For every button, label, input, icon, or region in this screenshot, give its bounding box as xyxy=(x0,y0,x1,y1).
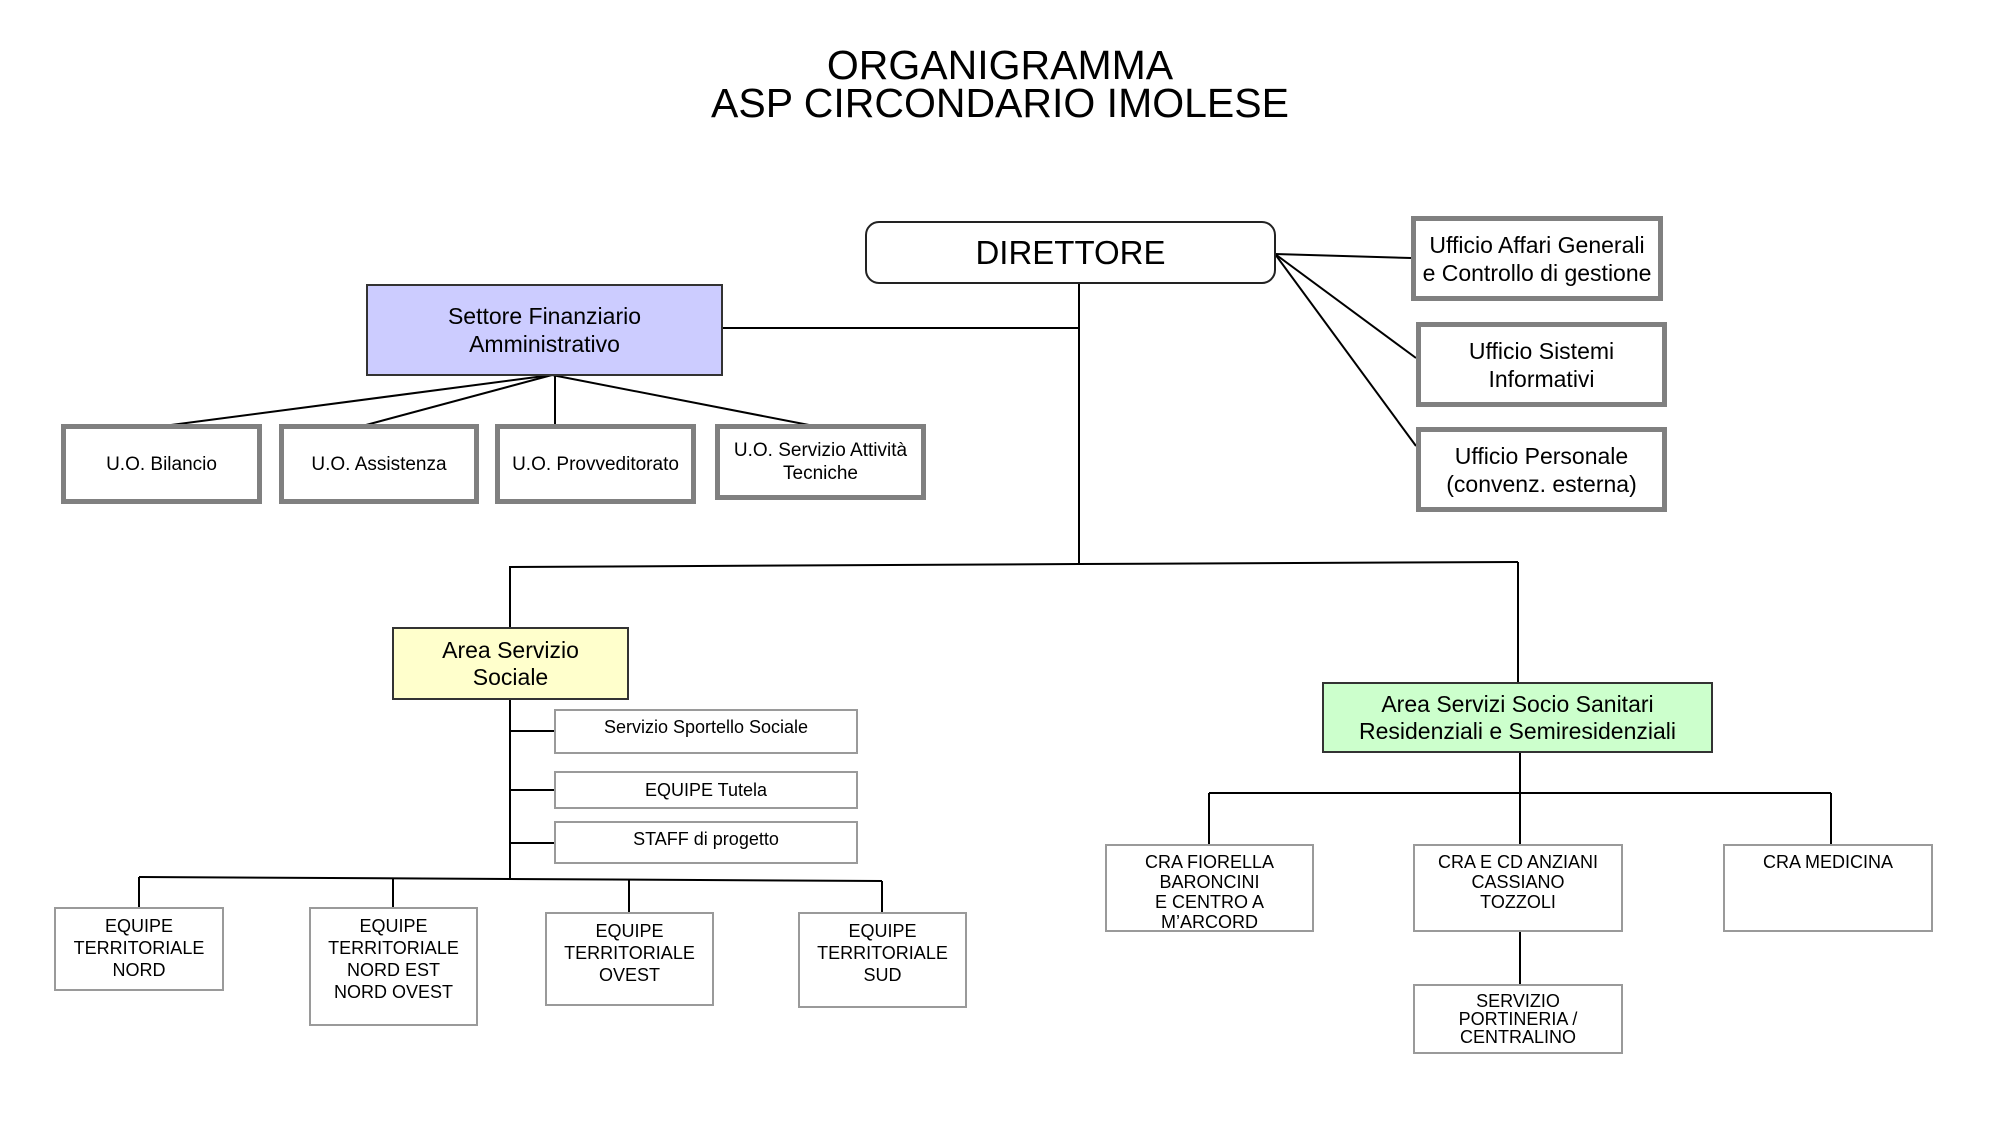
equipe-label-line: EQUIPE xyxy=(359,916,428,936)
equipe-box-nord-est-nord-ovest: EQUIPE TERRITORIALE NORD EST NORD OVEST xyxy=(309,907,478,1026)
cra-box-anziani-cassiano-tozzoli: CRA E CD ANZIANI CASSIANO TOZZOLI xyxy=(1413,844,1623,932)
service-label: STAFF di progetto xyxy=(633,829,779,849)
equipe-label-line: TERRITORIALE xyxy=(328,938,459,958)
office-label-line-1: Ufficio Sistemi xyxy=(1468,337,1615,364)
area-sanitaria-label-line-2: Residenziali e Semiresidenziali xyxy=(1358,717,1677,744)
equipe-label-line: SUD xyxy=(863,965,902,985)
service-box-equipe-tutela: EQUIPE Tutela xyxy=(554,771,858,809)
cra-label-line: CRA FIORELLA xyxy=(1144,852,1275,872)
service-label: Servizio Sportello Sociale xyxy=(603,717,809,737)
cra-label-line: CASSIANO xyxy=(1471,872,1565,892)
service-box-staff-progetto: STAFF di progetto xyxy=(554,821,858,864)
area-sociale-label-line-2: Sociale xyxy=(472,663,549,690)
service-box-sportello-sociale: Servizio Sportello Sociale xyxy=(554,709,858,754)
service-label: EQUIPE Tutela xyxy=(644,779,768,800)
equipe-box-sud: EQUIPE TERRITORIALE SUD xyxy=(798,912,967,1008)
office-label-line-2: (convenz. esterna) xyxy=(1446,470,1637,497)
uo-box-servizio-attivita-tecniche: U.O. Servizio Attività Tecniche xyxy=(715,424,926,500)
equipe-box-nord: EQUIPE TERRITORIALE NORD xyxy=(54,907,224,991)
office-label-line-1: Ufficio Affari Generali xyxy=(1429,231,1645,258)
equipe-label-line: EQUIPE xyxy=(104,916,174,936)
office-box-affari-generali: Ufficio Affari Generali e Controllo di g… xyxy=(1411,216,1663,301)
settore-label-line-2: Amministrativo xyxy=(469,331,620,357)
equipe-label-line: NORD OVEST xyxy=(333,982,453,1002)
cra-label-line: CRA MEDICINA xyxy=(1762,852,1894,872)
cra-label-line: BARONCINI xyxy=(1159,872,1260,892)
cra-label-line: M’ARCORD xyxy=(1161,912,1258,932)
equipe-label-line: EQUIPE xyxy=(595,921,664,941)
cra-box-medicina: CRA MEDICINA xyxy=(1723,844,1933,932)
connector-office-sistemi xyxy=(1274,253,1417,359)
equipe-label-line: TERRITORIALE xyxy=(564,943,695,963)
uo-label: U.O. Bilancio xyxy=(106,453,217,475)
connector-uo-bilancio xyxy=(170,374,553,426)
uo-label-line-2: Tecniche xyxy=(783,463,858,484)
cra-label-line: TOZZOLI xyxy=(1480,892,1556,912)
uo-box-assistenza: U.O. Assistenza xyxy=(279,424,479,504)
office-box-personale: Ufficio Personale (convenz. esterna) xyxy=(1416,427,1667,512)
chart-title-line-1: ORGANIGRAMMA xyxy=(826,42,1174,88)
office-label-line-1: Ufficio Personale xyxy=(1454,442,1629,469)
portineria-label-line: PORTINERIA / xyxy=(1458,1009,1578,1029)
settore-label-line-1: Settore Finanziario xyxy=(447,303,642,329)
area-sanitaria-label-line-1: Area Servizi Socio Sanitari xyxy=(1381,690,1654,717)
portineria-label-line: SERVIZIO xyxy=(1476,991,1560,1011)
connector-uo-assistenza xyxy=(365,374,553,426)
portineria-label-line: CENTRALINO xyxy=(1459,1027,1576,1047)
equipe-label-line: NORD xyxy=(112,960,166,980)
equipe-label-line: EQUIPE xyxy=(848,921,917,941)
chart-title-line-2: ASP CIRCONDARIO IMOLESE xyxy=(711,80,1289,126)
uo-label: U.O. Assistenza xyxy=(311,453,447,475)
connector-office-affari xyxy=(1274,253,1412,259)
equipe-label-line: TERRITORIALE xyxy=(73,938,205,958)
area-sociale-label-line-1: Area Servizio xyxy=(442,636,579,663)
area-servizi-socio-sanitari-box: Area Servizi Socio Sanitari Residenziali… xyxy=(1322,682,1713,753)
equipe-box-ovest: EQUIPE TERRITORIALE OVEST xyxy=(545,912,714,1006)
equipe-label-line: OVEST xyxy=(598,965,660,985)
direttore-label: DIRETTORE xyxy=(975,233,1166,271)
equipe-label-line: TERRITORIALE xyxy=(817,943,948,963)
equipe-label-line: NORD EST xyxy=(346,960,440,980)
connector-split-right xyxy=(1078,561,1519,565)
office-box-sistemi-informativi: Ufficio Sistemi Informativi xyxy=(1416,322,1667,407)
servizio-portineria-box: SERVIZIO PORTINERIA / CENTRALINO xyxy=(1413,984,1623,1054)
area-servizio-sociale-box: Area Servizio Sociale xyxy=(392,627,629,700)
connector-uo-servizio xyxy=(551,374,810,426)
cra-label-line: CRA E CD ANZIANI xyxy=(1437,852,1599,872)
settore-finanziario-box: Settore Finanziario Amministrativo xyxy=(366,284,723,376)
uo-label-line-1: U.O. Servizio Attività xyxy=(733,440,908,461)
cra-box-fiorella-baroncini: CRA FIORELLA BARONCINI E CENTRO A M’ARCO… xyxy=(1105,844,1314,932)
uo-label: U.O. Provveditorato xyxy=(512,453,679,475)
connector-split-left xyxy=(509,563,1080,568)
uo-box-bilancio: U.O. Bilancio xyxy=(61,424,262,504)
uo-box-provveditorato: U.O. Provveditorato xyxy=(495,424,696,504)
connector-office-personale xyxy=(1274,253,1417,447)
connector-equipe-bus xyxy=(138,876,883,882)
office-label-line-2: Informativi xyxy=(1488,365,1595,392)
cra-label-line: E CENTRO A xyxy=(1154,892,1265,912)
direttore-box: DIRETTORE xyxy=(865,221,1276,284)
office-label-line-2: e Controllo di gestione xyxy=(1422,259,1652,286)
